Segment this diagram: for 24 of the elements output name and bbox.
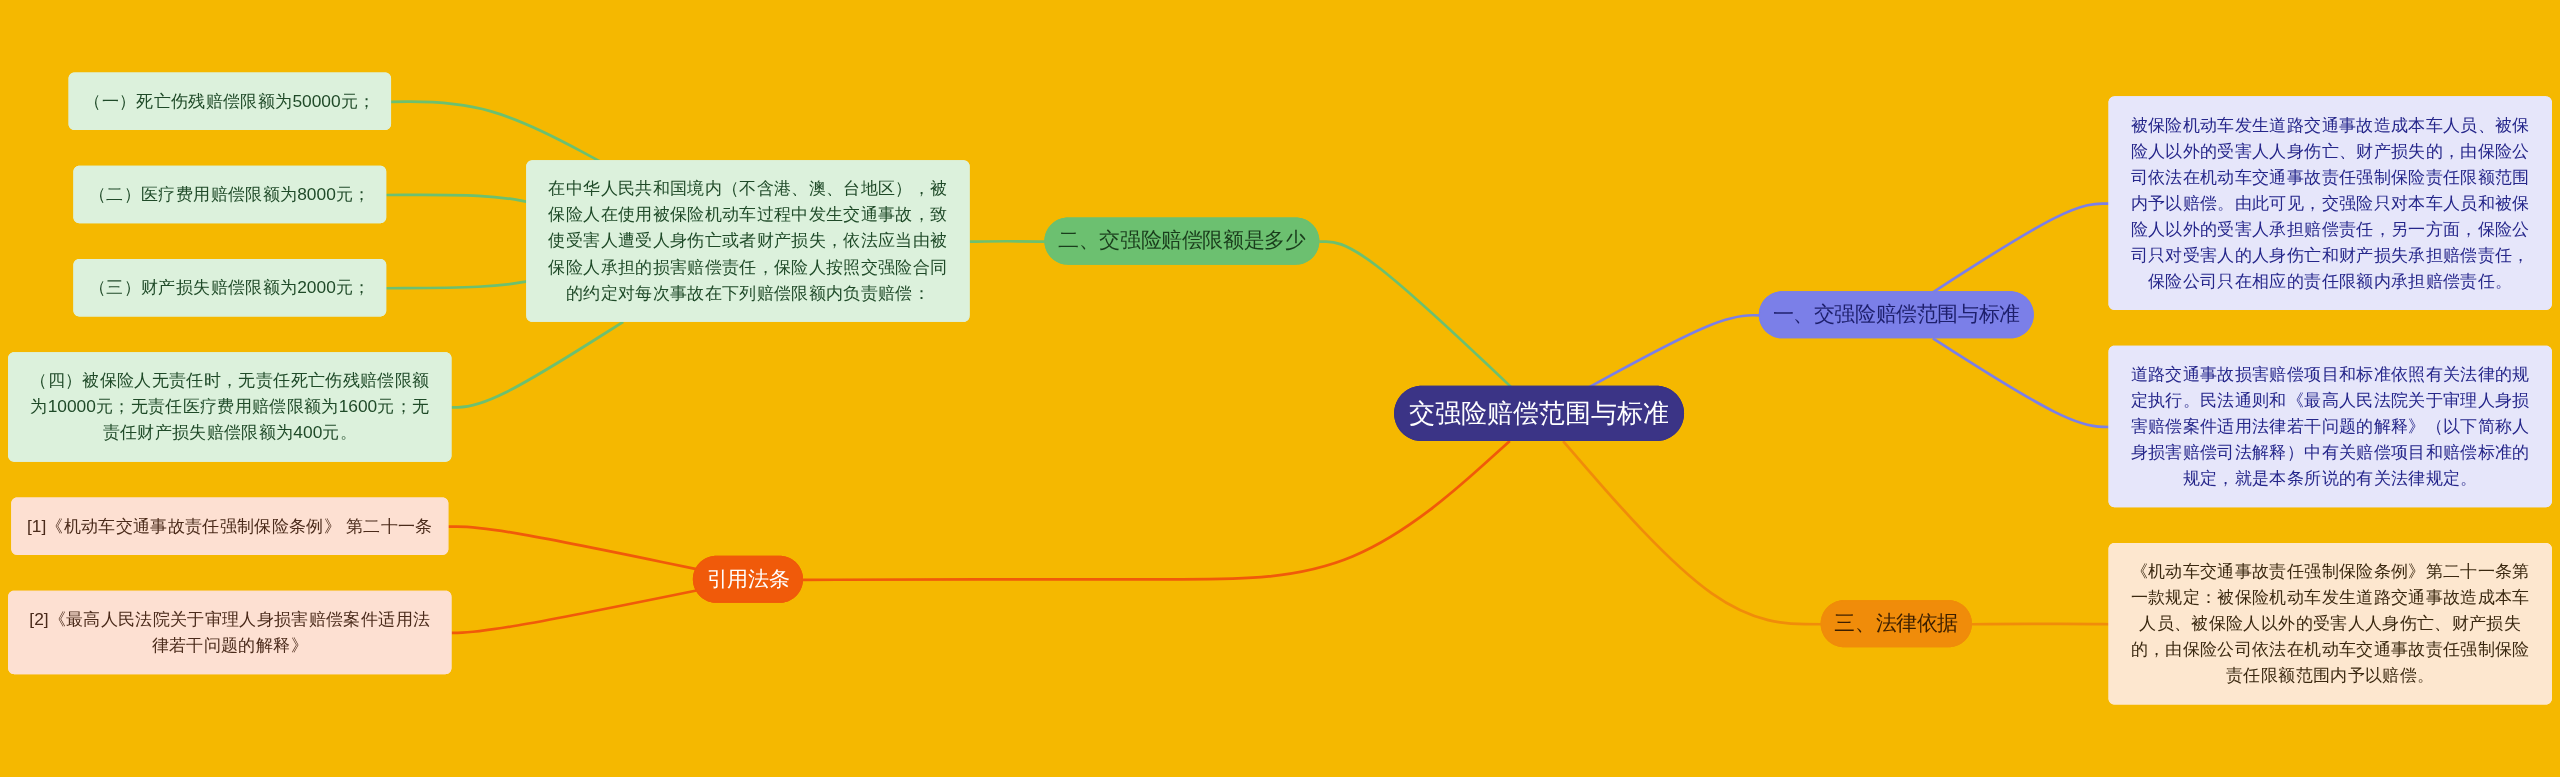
connector-line bbox=[1932, 337, 2110, 429]
topic-pill: 引用法条 bbox=[692, 555, 803, 603]
note-card: [1]《机动车交通事故责任强制保险条例》 第二十一条 bbox=[11, 497, 449, 555]
central-topic-pill: 交强险赔偿范围与标准 bbox=[1394, 385, 1685, 442]
note-card: [2]《最高人民法院关于审理人身损害赔偿案件适用法律若干问题的解释》 bbox=[8, 590, 452, 675]
connector-line bbox=[451, 589, 697, 635]
note-card: 道路交通事故损害赔偿项目和标准依照有关法律的规定执行。民法通则和《最高人民法院关于审理人身损害赔偿案件适用法律若干问题的解释》（以下简称人身损害赔偿司法解释）中有关赔偿项目和赔偿标准的规定，就是本条所说的有关法律规定。 bbox=[2108, 345, 2552, 508]
note-card: 《机动车交通事故责任强制保险条例》第二十一条第一款规定：被保险机动车发生道路交通事故造成本车人员、被保险人以外的受害人人身伤亡、财产损失的，由保险公司依法在机动车交通事故责任强制保险责任限额范围内予以赔偿。 bbox=[2108, 542, 2552, 705]
connector-line bbox=[1971, 622, 2110, 626]
note-card: （三）财产损失赔偿限额为2000元； bbox=[73, 258, 387, 317]
topic-pill: 三、法律依据 bbox=[1820, 600, 1972, 648]
topic-pill: 二、交强险赔偿限额是多少 bbox=[1044, 217, 1320, 265]
connector-line bbox=[448, 525, 697, 571]
note-card: （一）死亡伤残赔偿限额为50000元； bbox=[68, 72, 392, 130]
note-card: 被保险机动车发生道路交通事故造成本车人员、被保险人以外的受害人人身伤亡、财产损失的，由保险公司依法在机动车交通事故责任强制保险责任限额范围内予以赔偿。由此可见，交强险只对本车人员和被保险人以外的受害人承担赔偿责任，另一方面，保险公司只对受害人的人身伤亡和财产损失承担赔偿责任，保险公司只在相应的责任限额内承担赔偿责任。 bbox=[2108, 96, 2552, 310]
topic-pill: 一、交强险赔偿范围与标准 bbox=[1758, 291, 2034, 339]
note-card: （二）医疗费用赔偿限额为8000元； bbox=[73, 165, 387, 224]
note-card: （四）被保险人无责任时，无责任死亡伤残赔偿限额为10000元；无责任医疗费用赔偿限额为1600元；无责任财产损失赔偿限额为400元。 bbox=[8, 352, 452, 462]
connector-line bbox=[451, 320, 624, 409]
connector-line bbox=[1562, 440, 1822, 626]
connector-line bbox=[969, 239, 1046, 243]
note-card: 在中华人民共和国境内（不含港、澳、台地区），被保险人在使用被保险机动车过程中发生交通事故，致使受害人遭受人身伤亡或者财产损失，依法应当由被保险人承担的损害赔偿责任，保险人按照交强险合同的约定对每次事故在下列赔偿限额内负责赔偿： bbox=[526, 160, 970, 322]
connector-line bbox=[1319, 240, 1512, 388]
connector-line bbox=[803, 440, 1511, 582]
